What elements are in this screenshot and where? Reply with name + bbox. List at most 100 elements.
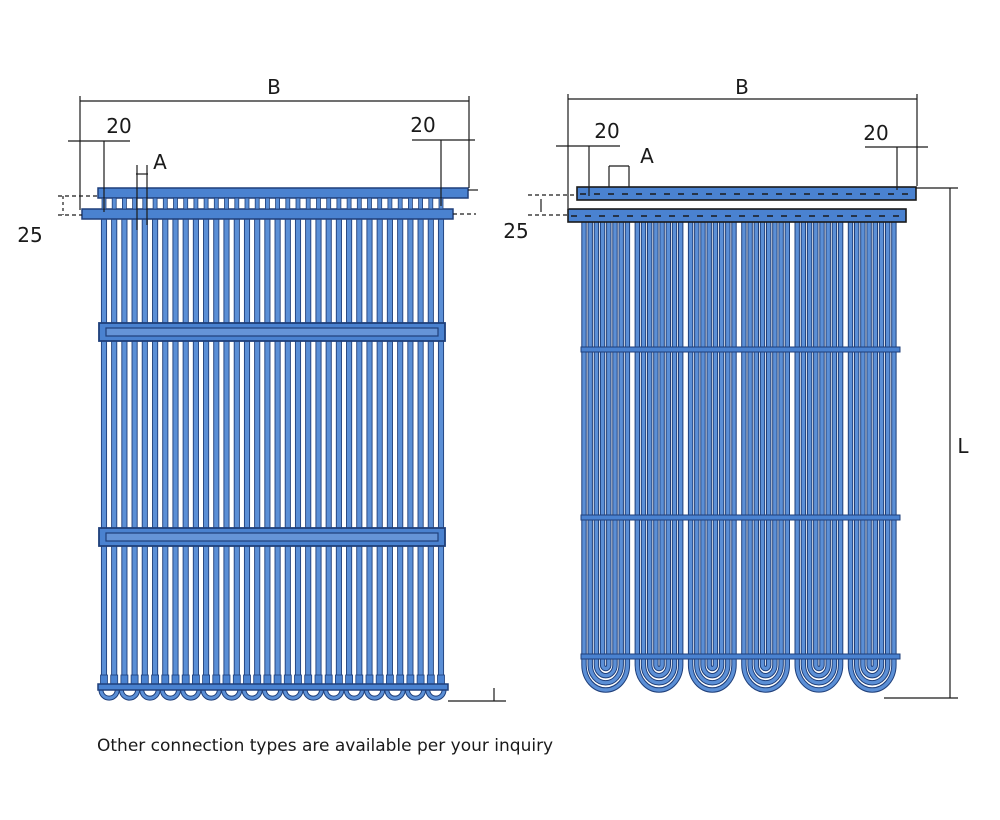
left-tube-end-fitting (375, 674, 384, 685)
right-u-tube (814, 222, 824, 671)
left-header-stud (428, 197, 434, 210)
left-tube-end-fitting (110, 674, 119, 685)
left-tube (417, 218, 424, 682)
left-tube-end-fitting (171, 674, 180, 685)
right-u-tube (807, 222, 830, 678)
left-tube-end-fitting (294, 674, 302, 685)
left-u-connector (344, 689, 364, 700)
left-tube-end-fitting (263, 674, 272, 685)
left-header-stud (183, 197, 189, 210)
left-tube-end-fitting (100, 674, 108, 685)
left-second-header (81, 208, 454, 220)
right-u-tube (635, 222, 683, 692)
right-dim-label-b: B (735, 75, 749, 99)
left-tube (356, 218, 363, 682)
left-u-connector (99, 689, 119, 700)
left-tube (294, 218, 302, 682)
left-header-stud (346, 197, 352, 210)
left-tube-end-fitting (130, 674, 139, 685)
left-header-stud (407, 197, 413, 210)
left-tube-end-fitting (243, 674, 251, 685)
left-tube (335, 218, 342, 682)
right-u-tube (801, 222, 837, 685)
left-tube (172, 218, 179, 682)
left-header-stud (173, 197, 178, 210)
right-u-tube (688, 222, 736, 692)
left-tube (213, 218, 220, 682)
right-u-tube (654, 222, 664, 671)
left-header-stud (295, 197, 301, 210)
right-u-tube (707, 222, 718, 671)
left-tube (243, 218, 251, 682)
left-tube-end-fitting (232, 674, 241, 685)
left-bottom-manifold (97, 683, 449, 691)
left-header-stud (367, 197, 372, 210)
left-dim-label-25: 25 (17, 223, 42, 247)
left-tube (407, 218, 414, 682)
right-u-tube-outline (806, 222, 831, 679)
right-second-header (567, 208, 907, 223)
left-u-connector (140, 689, 160, 700)
left-tube (427, 218, 434, 682)
left-header-stud (111, 197, 117, 210)
left-tube-end-fitting (222, 674, 231, 685)
left-header-stud (132, 197, 138, 210)
left-tube-end-fitting (345, 674, 354, 685)
left-tube (233, 218, 240, 682)
left-tube-end-fitting (202, 674, 211, 685)
right-u-tube (855, 222, 890, 685)
right-u-tube (600, 222, 611, 671)
left-u-connector (426, 689, 446, 700)
right-u-tube (588, 222, 623, 685)
left-header-stud (193, 197, 199, 210)
left-tube-end-fitting (314, 674, 323, 685)
right-u-tube (861, 222, 884, 678)
left-tube (152, 218, 159, 682)
left-u-connector (405, 689, 426, 700)
left-header-studs (101, 197, 444, 210)
left-tube-end-fitting (212, 674, 221, 685)
left-header-stud (213, 197, 219, 210)
left-tube-end-fitting (273, 674, 282, 685)
left-tube (121, 218, 128, 682)
right-u-tube (695, 222, 730, 685)
left-header-stud (336, 197, 342, 210)
left-tube (386, 218, 393, 682)
left-tube-end-fitting (385, 674, 394, 685)
right-u-tube (648, 222, 670, 678)
left-u-connector (365, 689, 385, 700)
left-header-stud (122, 197, 127, 210)
left-tube-bundle (100, 218, 445, 682)
left-tube-end-fitting (396, 674, 405, 685)
left-u-connector (324, 689, 344, 700)
left-header-stud (316, 197, 321, 210)
left-tube-end-fitting (151, 674, 160, 685)
left-tube-end-fitting (324, 674, 333, 685)
left-header-stud (224, 197, 229, 210)
left-header-stud (203, 197, 209, 210)
left-tube-end-fitting (140, 674, 149, 685)
left-header-stud (387, 197, 393, 210)
right-u-tube (795, 222, 843, 692)
left-tube-end-fitting (406, 674, 415, 685)
right-tube-bundle (587, 222, 891, 686)
right-support-bar-3 (580, 653, 901, 660)
left-tube-end-fitting (191, 674, 200, 685)
left-tube-end-fitting (365, 674, 374, 685)
right-u-tube (748, 222, 783, 685)
left-header-stud (152, 197, 158, 210)
left-header-stud (234, 197, 240, 210)
left-support-bar-lower (98, 527, 446, 547)
left-tube-end-fitting (334, 674, 343, 685)
left-tube-end-fitting (161, 674, 170, 685)
left-tube (397, 218, 404, 682)
left-u-connector (303, 689, 323, 700)
left-tube-end-fitting (120, 674, 129, 685)
left-tube (274, 218, 281, 682)
left-header-stud (275, 197, 281, 210)
left-dimension-lines (58, 96, 506, 702)
left-u-connector (181, 689, 201, 700)
left-tube (325, 218, 332, 682)
left-header-stud (418, 197, 424, 210)
